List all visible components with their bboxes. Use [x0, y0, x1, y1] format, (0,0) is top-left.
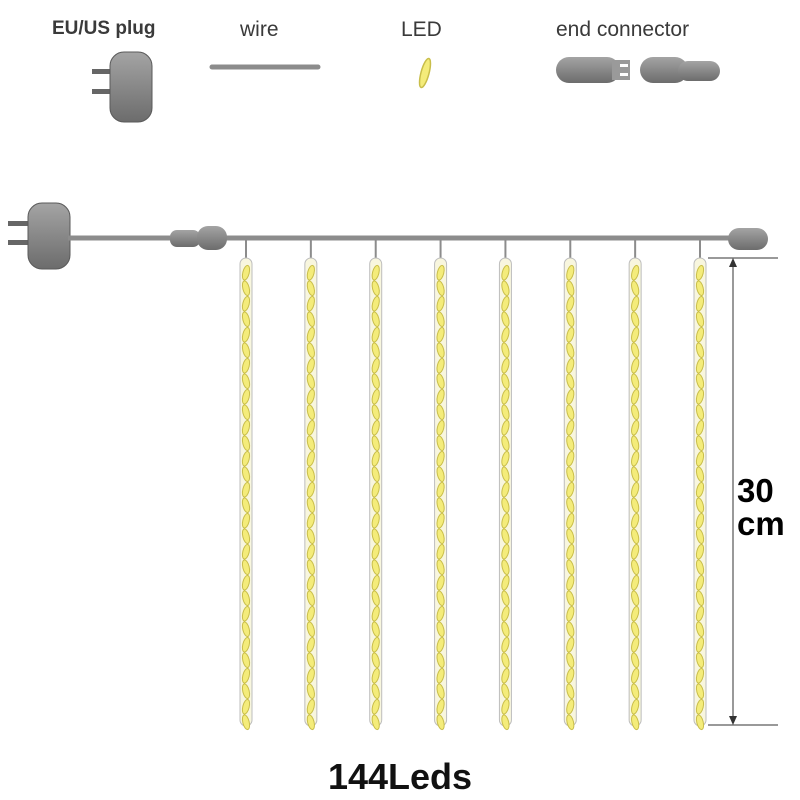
legend-end-connector-label: end connector [556, 18, 690, 41]
led-tube [693, 240, 707, 731]
wire-connector-icon [170, 226, 227, 250]
led-tube [304, 240, 318, 731]
main-plug-icon [8, 202, 71, 270]
led-tubes [239, 240, 707, 731]
led-tube [369, 240, 383, 731]
end-connector-icon [728, 228, 768, 250]
led-tube [498, 240, 512, 731]
legend-plug-icon [92, 51, 153, 123]
dimension-value: 30 [737, 472, 774, 509]
dimension-line [708, 257, 778, 726]
led-tube [563, 240, 577, 731]
led-tube [628, 240, 642, 731]
led-tube [239, 240, 253, 731]
led-count-label: 144Leds [327, 756, 473, 797]
legend-led-icon [418, 57, 432, 89]
led-tube [434, 240, 448, 731]
legend-plug-label: EU/US plug [52, 18, 156, 39]
legend-end-connector-icon [556, 57, 720, 83]
legend-wire-label: wire [240, 18, 279, 41]
legend-led-label: LED [401, 18, 442, 41]
dimension-unit: cm [737, 505, 785, 542]
